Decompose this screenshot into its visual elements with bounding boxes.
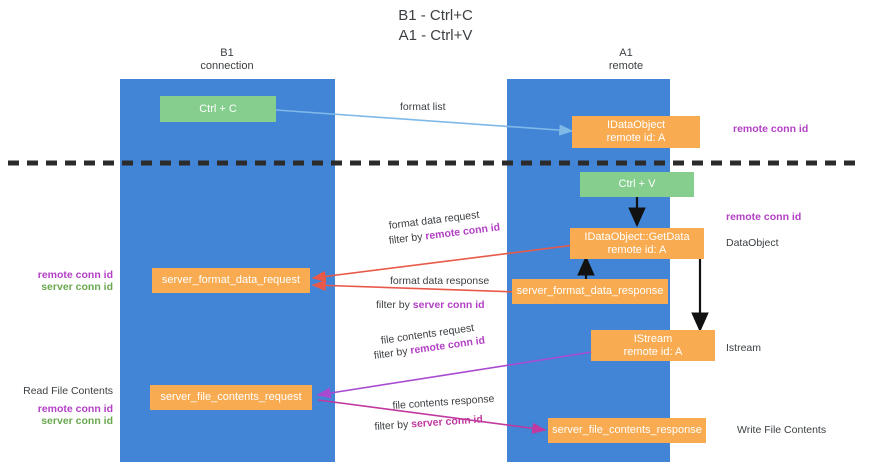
edge-label-file-contents-response: file contents response: [392, 392, 495, 412]
node-ctrl-v[interactable]: Ctrl + V: [580, 172, 694, 197]
annotation-left-remote-conn-id-2: remote conn id: [37, 403, 113, 415]
annotation-left-server-conn-id-2: server conn id: [41, 415, 113, 427]
edge-label-format-list: format list: [400, 101, 446, 113]
annotation-remote-conn-id-mid: remote conn id: [726, 211, 802, 223]
annotation-istream: Istream: [726, 342, 762, 354]
node-server-format-data-response[interactable]: server_format_data_response: [512, 279, 668, 304]
annotation-dataobject: DataObject: [726, 237, 779, 249]
filter-key-server-conn-id: server conn id: [412, 299, 485, 311]
filter-prefix: filter by: [388, 230, 427, 247]
edge-label-file-contents-response-filter: filter by server conn id: [374, 412, 483, 434]
annotation-left-server-conn-id: server conn id: [41, 281, 113, 293]
edge-label-format-data-response: format data response: [390, 275, 490, 287]
annotation-read-file-contents: Read File Contents: [23, 385, 113, 397]
node-istream[interactable]: IStream remote id: A: [591, 330, 715, 361]
column-header-a1: A1 remote: [608, 47, 644, 72]
filter-prefix: filter by: [374, 418, 412, 433]
annotation-write-file-contents: Write File Contents: [737, 424, 827, 436]
node-idataobject-getdata[interactable]: IDataObject::GetData remote id: A: [570, 228, 704, 259]
column-header-b1: B1 connection: [200, 47, 254, 72]
filter-prefix: filter by: [373, 344, 412, 362]
node-server-file-contents-request[interactable]: server_file_contents_request: [150, 385, 312, 410]
node-store-idataobject-label: IDataObject remote id: A: [606, 119, 666, 144]
filter-prefix: filter by: [376, 299, 413, 311]
annotation-remote-conn-id-top: remote conn id: [733, 123, 809, 135]
annotation-left-remote-conn-id: remote conn id: [37, 269, 113, 281]
node-server-file-contents-response[interactable]: server_file_contents_response: [548, 418, 706, 443]
node-server-format-data-request[interactable]: server_format_data_request: [152, 268, 310, 293]
node-ctrl-c[interactable]: Ctrl + C: [160, 96, 276, 122]
node-store-idataobject[interactable]: IDataObject remote id: A: [572, 116, 700, 148]
filter-key-server-conn-id: server conn id: [410, 413, 484, 431]
edge-label-format-data-response-filter: filter by server conn id: [376, 298, 485, 312]
page-title: B1 - Ctrl+C A1 - Ctrl+V: [398, 7, 473, 44]
